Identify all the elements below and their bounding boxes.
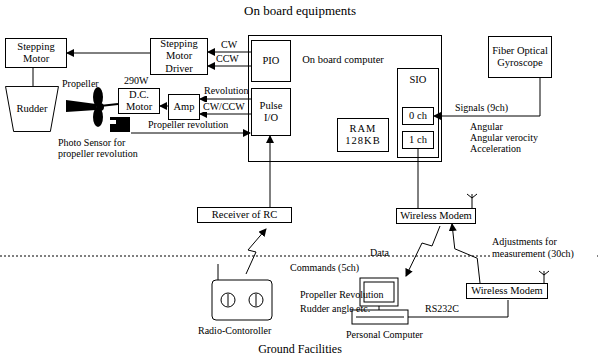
- process-box: Wireless Modem: [396, 208, 476, 224]
- node-text: Receiver of RC: [212, 209, 277, 221]
- process-box: Amp: [168, 94, 200, 120]
- process-box: Stepping Motor: [5, 38, 67, 68]
- connector: [434, 78, 540, 116]
- node-text: 1 ch: [409, 134, 427, 146]
- node-text: D.C. Motor: [119, 89, 159, 113]
- process-box: PIO: [251, 40, 291, 82]
- text-label: Radio-Contoroller: [198, 325, 271, 336]
- edge-label: CW: [221, 40, 237, 50]
- node-text: Rudder: [17, 103, 48, 115]
- wireless-link: [406, 226, 440, 276]
- text-label: Angular: [470, 121, 503, 132]
- text-label: Photo Sensor for propeller revolution: [58, 137, 158, 159]
- node-text: 0 ch: [409, 110, 427, 122]
- process-box: D.C. Motor: [118, 88, 160, 114]
- edge-label: CCW: [216, 54, 239, 64]
- rudder-shape: Rudder: [5, 86, 59, 132]
- text-label: 290W: [124, 75, 148, 86]
- process-box: 0 ch: [402, 107, 434, 125]
- process-box: Fiber Optical Gyroscope: [488, 36, 552, 78]
- node-text: RAM 128KB: [338, 123, 388, 147]
- connector: [208, 66, 251, 67]
- process-box: Stepping Motor Driver: [150, 38, 208, 75]
- wireless-link: [246, 229, 266, 274]
- node-text: Amp: [174, 101, 195, 113]
- node-text: On board computer: [293, 54, 393, 66]
- process-box: 1 ch: [402, 131, 434, 149]
- connector: [208, 52, 251, 53]
- connector: [33, 68, 34, 86]
- radio-controller: [212, 264, 272, 320]
- node-text: Stepping Motor: [6, 41, 66, 65]
- text-label: Commands (5ch): [290, 262, 359, 273]
- connector: [67, 53, 150, 54]
- node-text: SIO: [410, 74, 427, 86]
- connector: [160, 106, 168, 107]
- diagram-title: On board equipments: [0, 3, 600, 19]
- process-box: Receiver of RC: [197, 207, 292, 223]
- edge-label: CW/CCW: [203, 102, 245, 112]
- text-label: Data: [370, 247, 389, 258]
- node-text: Wireless Modem: [400, 210, 472, 222]
- photo-sensor: [110, 117, 130, 132]
- text-label: Ground Facilities: [250, 343, 350, 356]
- personal-computer: [352, 278, 408, 324]
- connector: [270, 136, 271, 207]
- text-label: Signals (9ch): [455, 102, 508, 113]
- text-label: Angular verocity: [470, 132, 538, 143]
- text-label: Propeller Revolution: [300, 289, 384, 300]
- connector: [200, 99, 251, 100]
- connector: [452, 224, 480, 283]
- text-label: Propeller: [62, 78, 99, 89]
- process-box: Pulse I/O: [251, 88, 291, 136]
- computer-box: On board computer PIO Pulse I/O RAM 128KB SI…: [248, 35, 442, 162]
- text-label: Propeller revolution: [148, 119, 228, 130]
- text-holder: On board computer: [293, 54, 393, 66]
- rudder-outline-path: [6, 86, 59, 131]
- serial-io-box: SIO 0 ch 1 ch: [397, 68, 439, 158]
- node-text: PIO: [263, 55, 280, 67]
- node-text: Wireless Modem: [471, 285, 543, 297]
- connector: [200, 114, 251, 115]
- serial-cable: [408, 300, 508, 317]
- text-label: Rudder angle etc.: [300, 303, 370, 314]
- signal-line: [131, 133, 250, 134]
- node-text: Pulse I/O: [252, 100, 290, 124]
- propeller-symbol: [66, 87, 118, 127]
- edge-label: Adjustments for measurement (30ch): [492, 236, 597, 259]
- text-label: Acceleration: [470, 143, 521, 154]
- node-text: Fiber Optical Gyroscope: [489, 45, 551, 69]
- edge-label: Revolution: [204, 86, 248, 96]
- node-text: Stepping Motor Driver: [151, 38, 207, 74]
- text-label: RS232C: [425, 303, 459, 314]
- text-label: Personal Computer: [346, 329, 423, 340]
- memory-box: RAM 128KB: [337, 118, 389, 152]
- process-box: Wireless Modem: [466, 283, 548, 299]
